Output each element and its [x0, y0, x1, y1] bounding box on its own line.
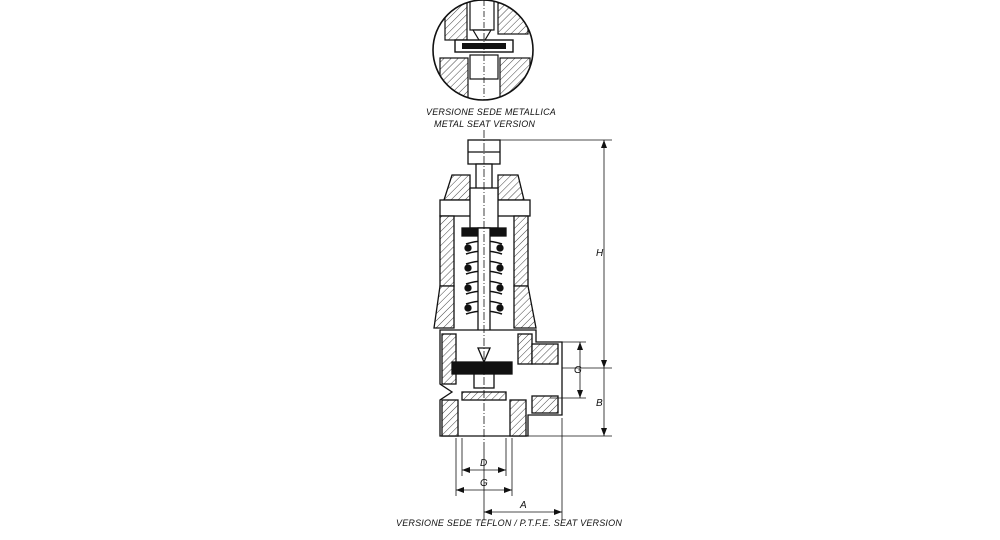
dimension-arrows [456, 140, 607, 515]
dim-label-g-inlet: G [480, 478, 488, 489]
dim-label-d: D [480, 458, 487, 469]
metal-seat-detail [432, 0, 534, 101]
dim-label-h: H [596, 248, 604, 259]
dim-label-b: B [596, 398, 603, 409]
dim-label-a: A [519, 500, 527, 511]
valve-section [433, 130, 563, 450]
caption-metal-seat-english: METAL SEAT VERSION [434, 119, 536, 129]
dim-label-g-outlet: G [574, 365, 582, 376]
caption-teflon-seat: VERSIONE SEDE TEFLON / P.T.F.E. SEAT VER… [396, 518, 623, 528]
caption-metal-seat-italian: VERSIONE SEDE METALLICA [426, 107, 556, 117]
